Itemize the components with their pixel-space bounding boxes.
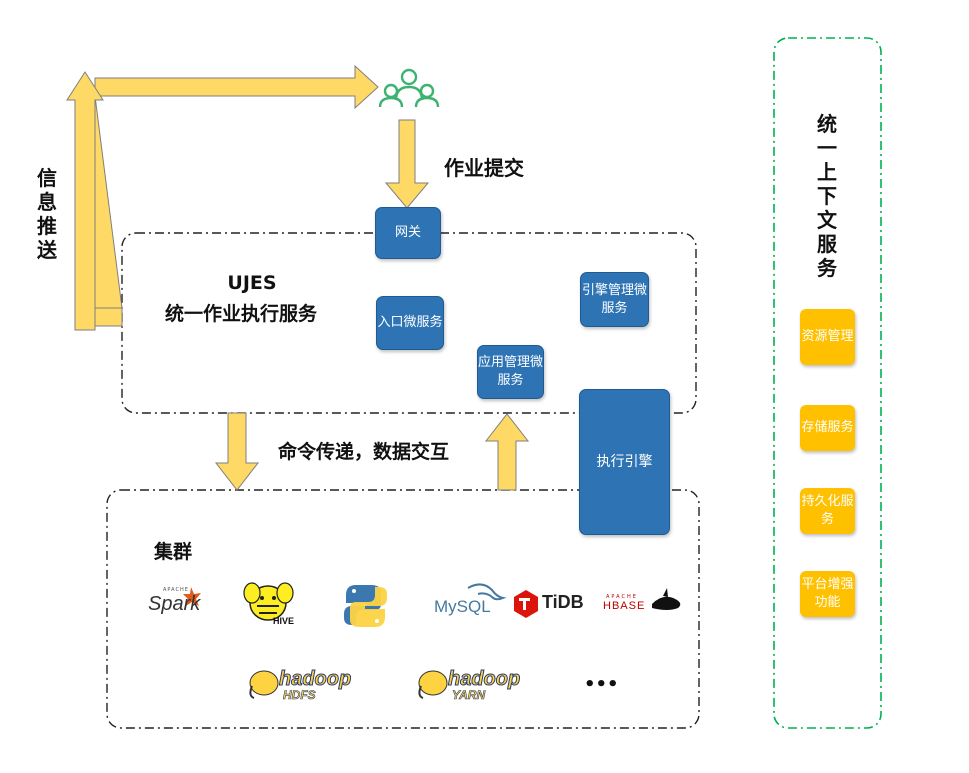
users-icon — [378, 68, 440, 108]
context-service-title: 统一上下文服务 — [817, 112, 837, 280]
cluster-container — [106, 489, 700, 729]
spark-logo: Spark — [148, 593, 201, 615]
context-item-resource: 资源管理 — [800, 309, 855, 365]
gateway-box: 网关 — [375, 207, 441, 259]
context-item-persistence: 持久化服务 — [800, 488, 855, 534]
tidb-logo-mark — [514, 590, 538, 618]
hadoop-yarn-logo-mark — [418, 670, 448, 699]
python-logo-mark — [344, 585, 387, 627]
command-label: 命令传递，数据交互 — [278, 441, 450, 463]
context-item-platform: 平台增强功能 — [800, 571, 855, 617]
yarn-logo: YARN — [452, 688, 486, 703]
submit-arrow — [384, 119, 430, 209]
info-push-arrow-upright — [66, 71, 104, 331]
tidb-logo: TiDB — [542, 592, 584, 612]
spark-logo-small: APACHE — [163, 587, 189, 593]
context-container — [773, 37, 882, 729]
ujes-subtitle: 统一作业执行服务 — [165, 303, 318, 325]
data-up-arrow — [484, 413, 530, 491]
spark-logo-mark — [183, 587, 201, 606]
hive-logo: HIVE — [273, 616, 295, 626]
hbase-logo-mark — [652, 588, 681, 610]
hadoop-hdfs-logo: hadoop — [278, 668, 352, 691]
mysql-logo-mark — [467, 583, 507, 601]
engine-manager-box: 引擎管理微服务 — [580, 272, 649, 327]
ujes-title: UJES — [227, 272, 277, 294]
cluster-title: 集群 — [154, 541, 193, 563]
entrance-microservice-box: 入口微服务 — [376, 296, 444, 350]
hadoop-yarn-logo: hadoop — [447, 668, 521, 691]
mysql-logo: MySQL — [434, 597, 491, 616]
hbase-logo: HBASE — [603, 600, 646, 612]
executor-engine-box: 执行引擎 — [579, 389, 670, 535]
more-ellipsis: ••• — [584, 674, 619, 695]
app-manager-box: 应用管理微服务 — [477, 345, 544, 399]
hadoop-hdfs-logo-mark — [249, 670, 279, 699]
hive-logo-mark — [243, 582, 294, 621]
command-down-arrow — [214, 412, 260, 491]
hdfs-logo: HDFS — [283, 688, 316, 703]
info-push-arrow-foot — [94, 307, 123, 327]
context-item-storage: 存储服务 — [800, 405, 855, 451]
job-submit-label: 作业提交 — [444, 156, 524, 180]
hbase-logo-small: APACHE — [606, 594, 638, 600]
info-push-label: 信息推送 — [37, 166, 57, 262]
